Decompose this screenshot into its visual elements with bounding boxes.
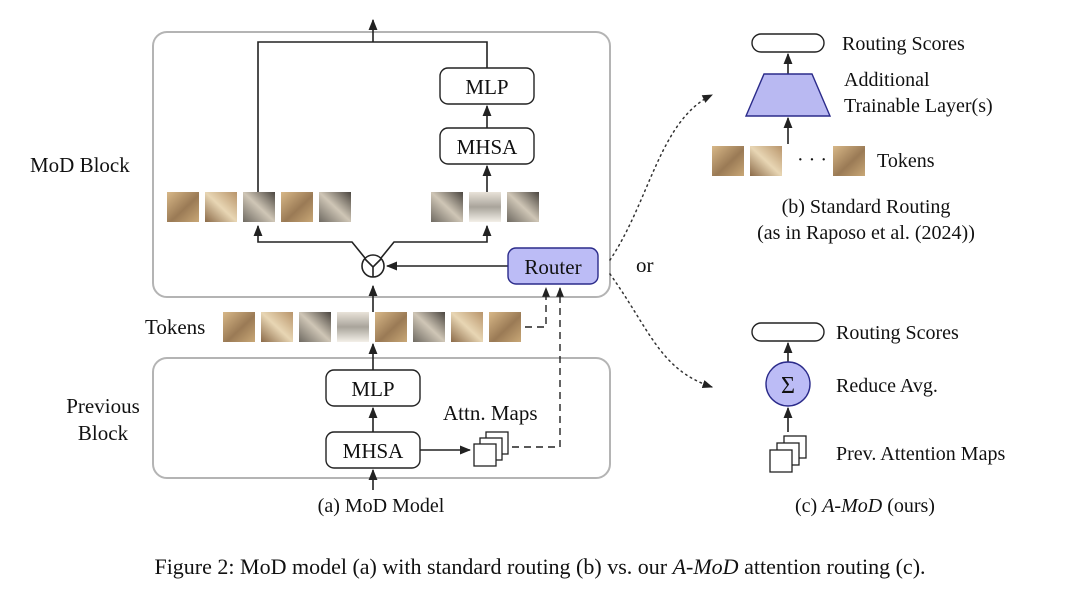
attn-maps-to-router-dashed-arrow: [512, 287, 564, 448]
standard-routing-panel: Routing Scores Additional Trainable Laye…: [712, 33, 993, 244]
token-tile-icon: [712, 146, 744, 176]
dotted-connector-standard: [609, 94, 713, 261]
token-tile-icon: [281, 192, 313, 222]
figure-caption-em: A-MoD: [671, 554, 739, 579]
mod-block-label: MoD Block: [30, 153, 130, 177]
tokens-label: Tokens: [145, 315, 205, 339]
figure-caption-suffix: attention routing (c).: [739, 554, 926, 579]
standard-tokens-label: Tokens: [877, 150, 935, 172]
sum-circle-icon: [765, 361, 811, 407]
routing-scores-pill: [751, 33, 825, 53]
router-label: Router: [524, 255, 581, 279]
amod-routing-scores-pill: [751, 322, 825, 342]
token-tile-icon: [319, 192, 351, 222]
mod-mlp-box: MLP: [439, 67, 535, 105]
standard-routing-scores-label: Routing Scores: [842, 33, 965, 55]
processed-token-group: [431, 192, 539, 222]
panel-c-caption-em: A-MoD: [820, 495, 883, 517]
reduce-label: Reduce Avg.: [836, 375, 938, 397]
panel-b-caption-2: (as in Raposo et al. (2024)): [757, 222, 975, 244]
attention-maps-icon: [473, 431, 509, 467]
skipped-token-group: [167, 192, 351, 222]
or-label: or: [636, 253, 654, 277]
token-tile-icon: [507, 192, 539, 222]
router-box: Router: [507, 247, 599, 285]
amod-routing-scores-label: Routing Scores: [836, 322, 959, 344]
tokens-to-router-dashed-arrow: [525, 287, 550, 328]
token-tile-icon: [750, 146, 782, 176]
branch-to-skip-arrow: [253, 224, 366, 259]
token-tile-icon: [375, 312, 407, 342]
token-tile-icon: [469, 192, 501, 222]
input-token-row: [223, 312, 521, 342]
token-tile-icon: [489, 312, 521, 342]
ellipsis: · · ·: [797, 149, 827, 171]
token-tile-icon: [451, 312, 483, 342]
panel-c-caption-suffix: (ours): [882, 495, 935, 517]
panel-c-caption-prefix: (c): [795, 495, 822, 517]
token-tile-icon: [337, 312, 369, 342]
figure-caption-prefix: Figure 2: MoD model (a) with standard ro…: [154, 554, 672, 579]
dotted-connector-amod: [609, 273, 713, 389]
mod-mlp-label: MLP: [465, 75, 508, 99]
previous-block-label-1: Previous: [66, 394, 140, 418]
token-tile-icon: [167, 192, 199, 222]
prev-mhsa-box: MHSA: [325, 431, 421, 469]
token-tile-icon: [431, 192, 463, 222]
token-tile-icon: [299, 312, 331, 342]
amod-panel: Routing Scores Σ Reduce Avg. Prev. Atten…: [751, 322, 1005, 517]
prev-mhsa-label: MHSA: [343, 439, 405, 463]
branch-to-process-arrow: [380, 224, 492, 259]
skip-connection-line: [257, 41, 488, 192]
sum-symbol: Σ: [781, 373, 795, 399]
token-tile-icon: [243, 192, 275, 222]
panel-c-caption: (c) A-MoD (ours): [795, 495, 935, 517]
token-tile-icon: [833, 146, 865, 176]
panel-b-caption-1: (b) Standard Routing: [782, 196, 951, 218]
mod-mhsa-box: MHSA: [439, 127, 535, 165]
attn-maps-label: Attn. Maps: [443, 401, 538, 425]
prev-attention-maps-icon: [769, 435, 807, 473]
mod-mhsa-label: MHSA: [457, 135, 519, 159]
trainable-layer-trapezoid: [744, 73, 832, 117]
merge-circle-glyph: [364, 258, 382, 277]
previous-block-label-2: Block: [78, 421, 129, 445]
panel-a-caption: (a) MoD Model: [318, 495, 445, 517]
prev-mlp-box: MLP: [325, 369, 421, 407]
figure-caption: Figure 2: MoD model (a) with standard ro…: [154, 554, 925, 579]
token-tile-icon: [413, 312, 445, 342]
prev-mlp-label: MLP: [351, 377, 394, 401]
token-tile-icon: [205, 192, 237, 222]
layer-label-1: Additional: [844, 69, 930, 91]
layer-label-2: Trainable Layer(s): [844, 95, 993, 117]
token-tile-icon: [261, 312, 293, 342]
token-tile-icon: [223, 312, 255, 342]
prev-maps-label: Prev. Attention Maps: [836, 443, 1005, 465]
